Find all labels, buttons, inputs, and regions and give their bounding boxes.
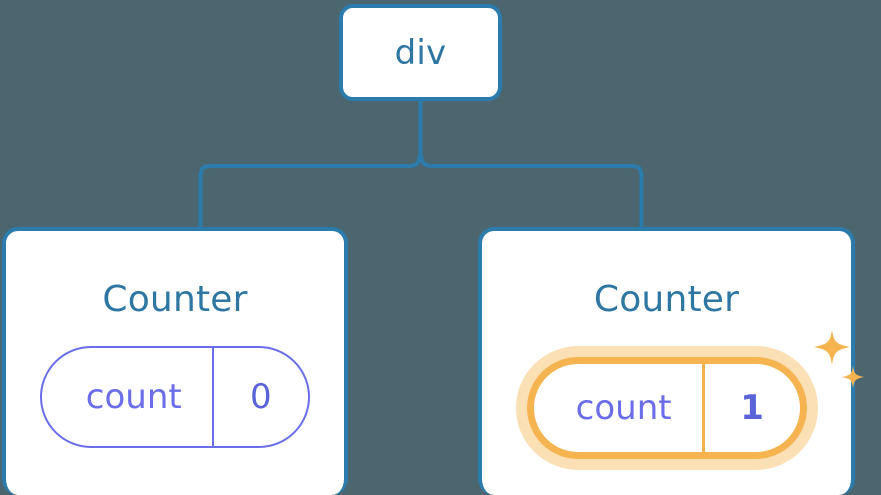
- state-pill-wrapper: count 1: [515, 330, 864, 470]
- state-key: count: [42, 348, 214, 446]
- state-pill-wrapper: count 0: [40, 346, 310, 448]
- state-pill-highlight-glow: count 1: [515, 346, 818, 470]
- node-counter-left[interactable]: Counter count 0: [2, 227, 348, 495]
- state-key: count: [534, 364, 705, 452]
- node-title: div: [394, 32, 447, 73]
- node-title: Counter: [593, 279, 740, 320]
- node-root-div[interactable]: div: [339, 4, 502, 101]
- state-value: 0: [249, 377, 272, 417]
- state-pill[interactable]: count 1: [526, 357, 807, 459]
- node-counter-right[interactable]: Counter count 1: [478, 227, 864, 495]
- sparkle-icon: [813, 330, 850, 365]
- state-pill[interactable]: count 0: [40, 346, 310, 448]
- state-value: 1: [740, 388, 764, 428]
- node-title: Counter: [102, 279, 248, 320]
